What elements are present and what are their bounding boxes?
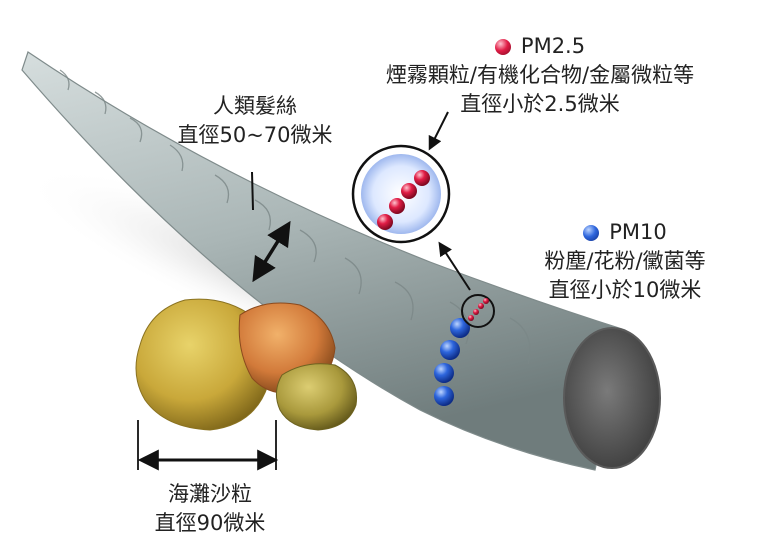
pm25-bubble-connector-arrow [438, 241, 471, 291]
pm10-label: PM10 粉塵/花粉/黴菌等 直徑小於10微米 [510, 218, 740, 305]
pm25-dot-icon [494, 38, 511, 55]
pm25-particles-on-hair [461, 294, 495, 328]
hair-cuticle-lines [59, 69, 531, 365]
pm10-heading: PM10 [510, 218, 740, 247]
pm25-magnified-view [351, 144, 451, 244]
pm25-label: PM2.5 煙霧顆粒/有機化合物/金屬微粒等 直徑小於2.5微米 [335, 32, 745, 119]
sand-size: 直徑90微米 [154, 511, 266, 535]
pm10-dot-icon [583, 224, 600, 241]
pm25-heading: PM2.5 [335, 32, 745, 61]
hair-diameter-arrow [252, 220, 291, 283]
pm25-examples: 煙霧顆粒/有機化合物/金屬微粒等 [385, 63, 695, 87]
pm25-label-arrow [428, 111, 449, 151]
pm10-size: 直徑小於10微米 [548, 278, 702, 302]
hair-size: 直徑50~70微米 [177, 123, 333, 147]
hair-cut-end [563, 327, 661, 469]
hair-pointer-line [251, 171, 254, 211]
pm10-particles-on-hair [434, 318, 470, 406]
pm10-examples: 粉塵/花粉/黴菌等 [544, 249, 706, 273]
hair-name: 人類髮絲 [213, 94, 297, 118]
pm25-size: 直徑小於2.5微米 [460, 92, 620, 116]
sand-label: 海灘沙粒 直徑90微米 [110, 480, 310, 538]
hair-strand [21, 51, 626, 471]
hair-label: 人類髮絲 直徑50~70微米 [150, 92, 360, 150]
sand-grains [135, 298, 358, 431]
sand-name: 海灘沙粒 [168, 482, 252, 506]
pm25-name: PM2.5 [520, 34, 586, 58]
pm10-name: PM10 [609, 220, 667, 244]
